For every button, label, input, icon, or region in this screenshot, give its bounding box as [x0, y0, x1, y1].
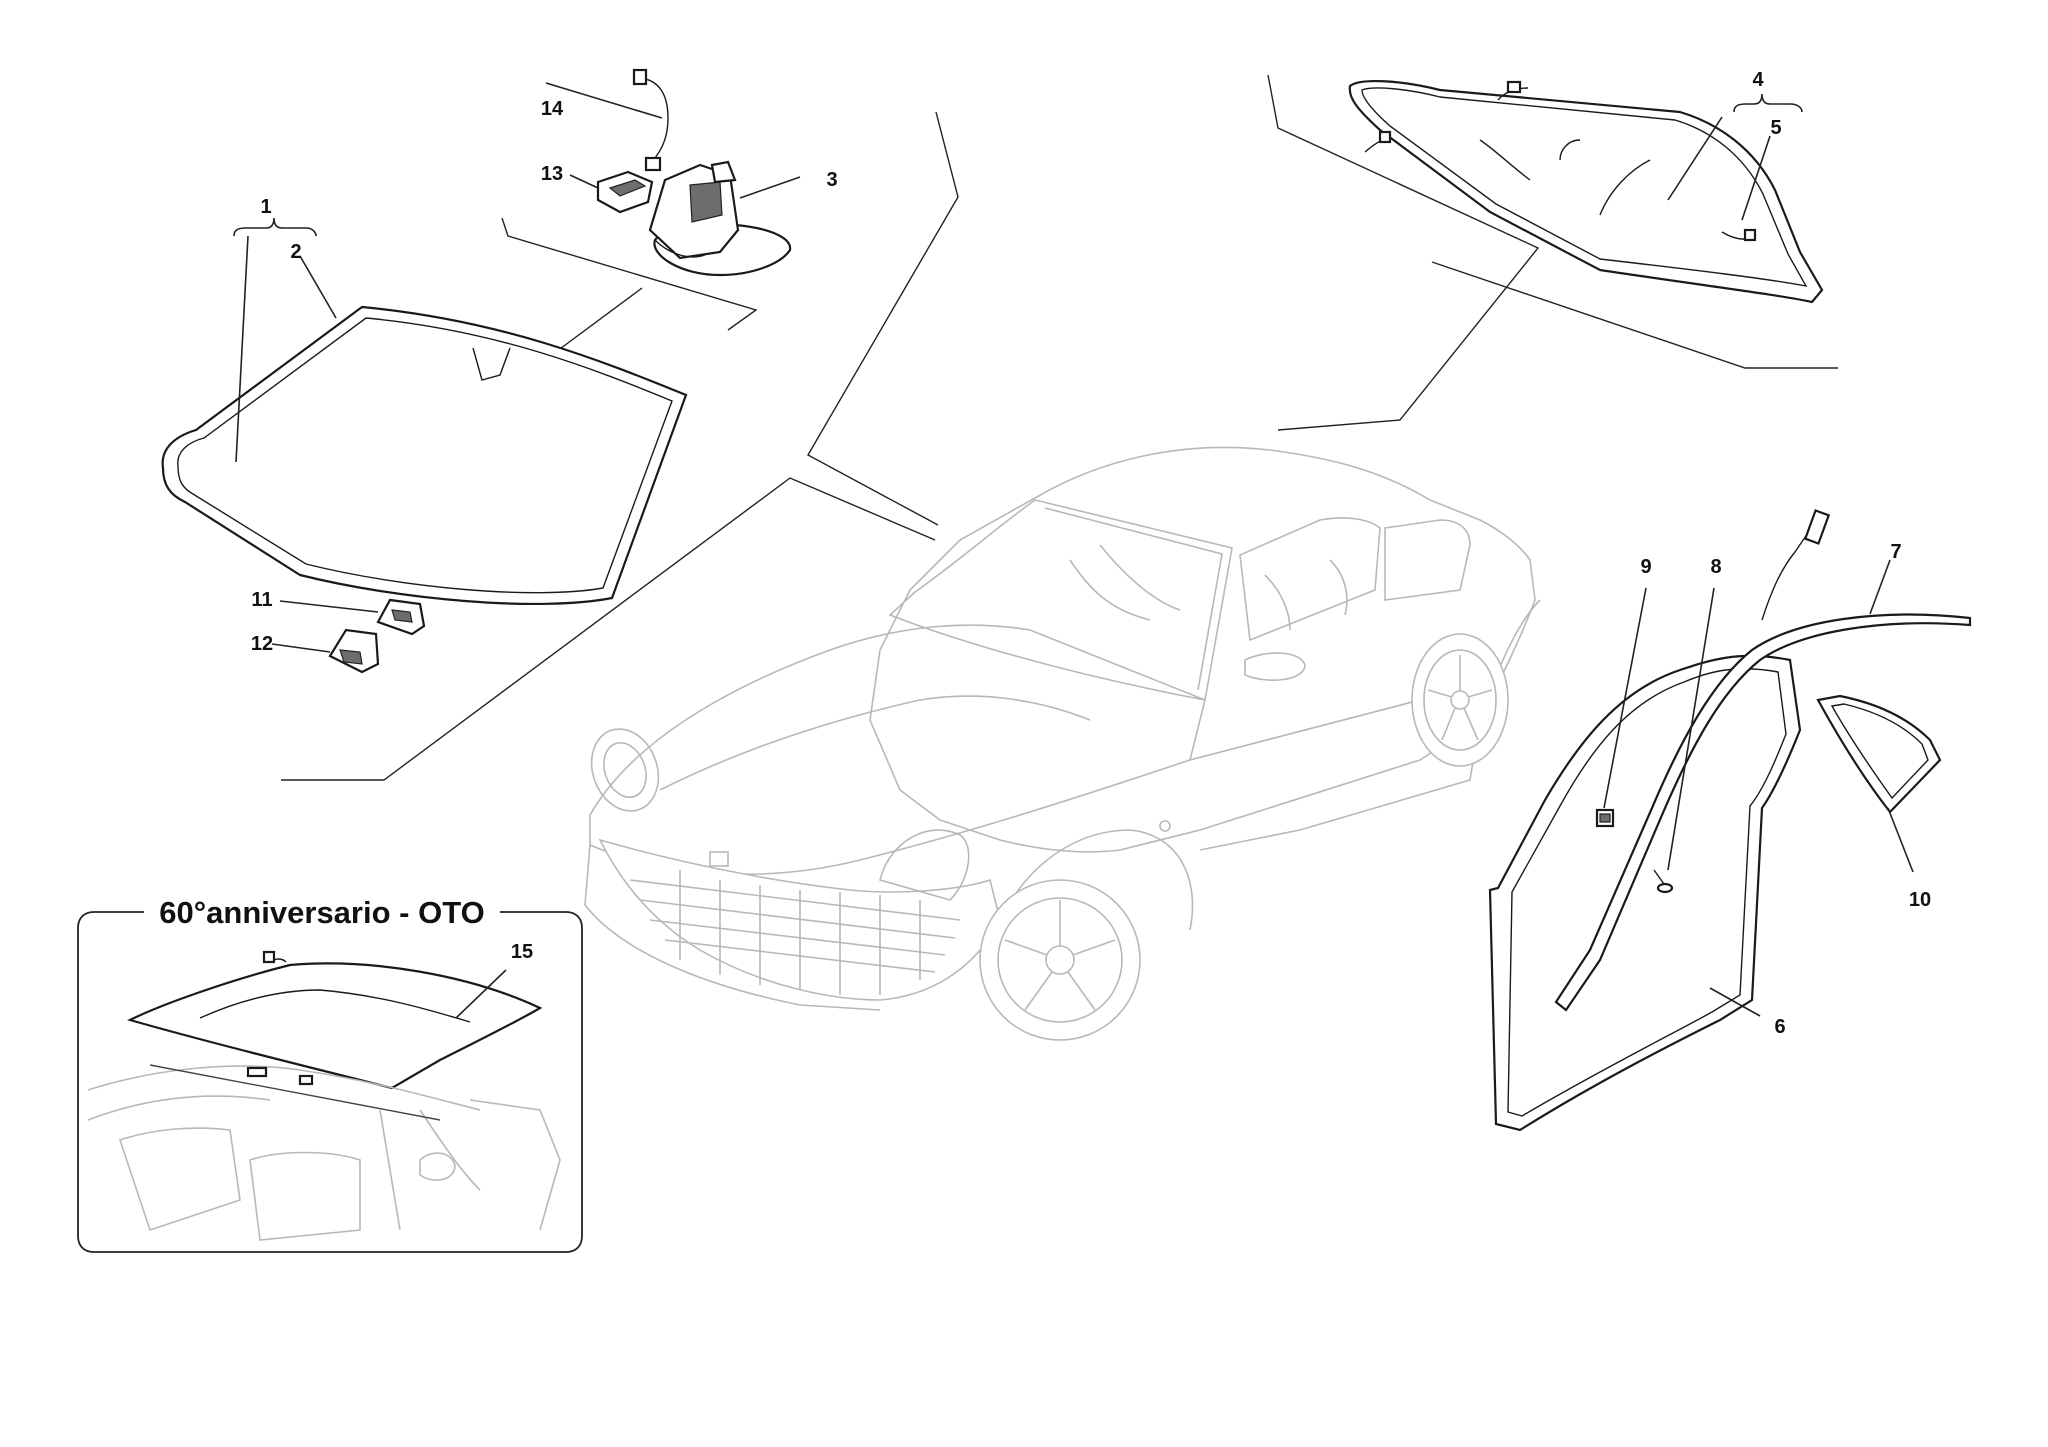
door-seal-part [1488, 654, 1802, 1132]
quarter-glass-part [1816, 694, 1942, 814]
callout-1: 1 [260, 196, 271, 218]
clips-part [328, 598, 426, 674]
callout-5: 5 [1770, 117, 1781, 139]
guide-lines [281, 74, 1838, 781]
callout-10: 10 [1909, 889, 1931, 911]
inset-title: 60°anniversario - OTO [159, 895, 484, 930]
callout-labels: 1 2 3 4 5 6 7 8 9 10 11 12 13 14 15 [251, 69, 1931, 1038]
callout-13: 13 [541, 163, 563, 185]
callout-9: 9 [1640, 556, 1651, 578]
rear-glass-part [1348, 79, 1824, 304]
windscreen-part [161, 305, 688, 606]
callout-12: 12 [251, 633, 273, 655]
inset-panel: 60°anniversario - OTO [77, 895, 583, 1253]
callout-7: 7 [1890, 541, 1901, 563]
callout-14: 14 [541, 98, 564, 120]
callout-6: 6 [1774, 1016, 1785, 1038]
car-illustration [584, 446, 1541, 1041]
leader-lines [233, 82, 1914, 1017]
callout-11: 11 [251, 589, 272, 611]
callout-3: 3 [826, 169, 837, 191]
callout-2: 2 [290, 241, 301, 263]
callout-4: 4 [1752, 69, 1764, 91]
door-trim-part [1554, 509, 1972, 1012]
mirror-assembly-part [596, 68, 792, 277]
callout-8: 8 [1710, 556, 1721, 578]
callout-15: 15 [511, 941, 533, 963]
